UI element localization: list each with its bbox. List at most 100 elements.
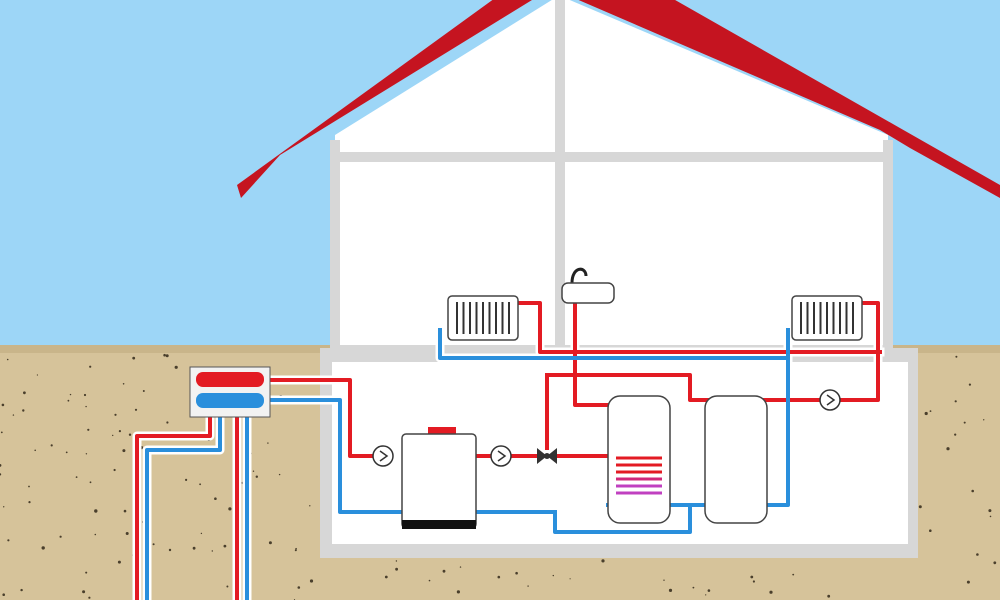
pump-icon — [372, 445, 394, 467]
ground-speck — [294, 549, 297, 552]
ground-speck — [22, 409, 25, 412]
ground-speck — [384, 575, 388, 579]
ground-speck — [309, 505, 311, 507]
ground-speck — [929, 529, 932, 532]
ground-speck — [122, 449, 126, 453]
ground-speck — [752, 580, 756, 583]
cold-pipe — [765, 328, 790, 507]
sink — [561, 267, 615, 304]
ground-speck — [0, 431, 3, 434]
three-way-valve — [537, 448, 557, 464]
ground-speck — [69, 393, 72, 396]
hot-pipe — [836, 301, 880, 402]
pump-arrow-icon — [826, 394, 836, 406]
ground-speck — [459, 566, 462, 568]
ground-speck — [442, 569, 446, 573]
ground-speck — [968, 383, 972, 386]
boiler — [401, 427, 477, 529]
hot-pipe — [262, 378, 374, 458]
ground-speck — [85, 453, 88, 455]
valve-left-icon — [537, 448, 547, 464]
buffer-tank — [704, 395, 768, 524]
ground-speck — [226, 585, 229, 588]
ground-speck — [6, 358, 9, 361]
pump-icon — [490, 445, 512, 467]
manifold-cold-bar — [196, 393, 264, 408]
ground-speck — [114, 413, 117, 416]
ground-speck — [132, 356, 136, 360]
ground-speck — [954, 433, 957, 436]
ground-speck — [668, 588, 673, 593]
ground-speck — [954, 400, 957, 403]
ground-speck — [88, 596, 91, 599]
house-upper-floors — [335, 0, 888, 350]
ground-speck — [309, 579, 314, 583]
wall-right — [883, 140, 893, 352]
ground-speck — [966, 580, 970, 584]
ground-speck — [85, 571, 88, 574]
manifold-hot-bar — [196, 372, 264, 387]
ground-speck — [827, 594, 831, 598]
ground-speck — [199, 483, 202, 486]
ground-speck — [117, 560, 121, 564]
ground-speck — [89, 481, 92, 484]
ground-manifold — [189, 366, 271, 418]
ground-speck — [94, 533, 97, 536]
ground-speck — [267, 442, 269, 444]
ground-speck — [228, 507, 232, 511]
ground-speck — [28, 501, 31, 504]
ground-speck — [1, 403, 5, 407]
ground-speck — [67, 399, 70, 402]
cold-pipe — [553, 503, 707, 534]
ground-speck — [75, 476, 78, 478]
ground-speck — [185, 478, 188, 481]
ground-speck — [918, 505, 922, 509]
ground-speck — [7, 539, 10, 542]
ground-speck — [989, 515, 992, 518]
heating-coil — [616, 456, 662, 495]
ground-speck — [165, 354, 169, 358]
ground-speck — [963, 421, 966, 424]
sink-basin — [561, 282, 615, 304]
hot-pipe — [518, 301, 882, 354]
pump-arrow-icon — [379, 450, 389, 462]
ground-speck — [497, 575, 501, 579]
ground-speck — [297, 586, 301, 589]
ground-speck — [692, 586, 695, 589]
ground-speck — [12, 414, 15, 416]
ground-speck — [34, 449, 36, 452]
ground-speck — [0, 464, 2, 467]
ground-speck — [125, 532, 129, 535]
ground-speck — [59, 535, 62, 538]
pump-icon — [819, 389, 841, 411]
ground-speck — [515, 571, 518, 575]
ground-speck — [214, 497, 217, 501]
ground-speck — [113, 468, 116, 472]
ground-speck — [955, 355, 958, 358]
hot-water-tank — [607, 395, 671, 524]
radiator-left — [447, 295, 519, 341]
ground-speck — [123, 509, 127, 513]
ground-speck — [988, 509, 992, 513]
valve-right-icon — [547, 448, 557, 464]
ground-speck — [255, 475, 258, 478]
ground-speck — [601, 559, 605, 563]
ground-speck — [750, 575, 754, 579]
ground-speck — [174, 365, 178, 369]
ground-speck — [168, 548, 172, 552]
ground-speck — [200, 532, 203, 535]
ground-speck — [50, 444, 53, 447]
ground-speck — [395, 560, 398, 562]
ground-speck — [395, 567, 398, 571]
ground-speck — [20, 588, 23, 592]
ground-speck — [705, 594, 707, 596]
ground-speck — [128, 433, 132, 436]
ground-speck — [134, 408, 138, 411]
ground-speck — [211, 550, 213, 552]
ground-speck — [142, 390, 145, 392]
valve-center — [544, 453, 550, 459]
wall-left — [330, 140, 340, 352]
ground-speck — [41, 546, 45, 550]
